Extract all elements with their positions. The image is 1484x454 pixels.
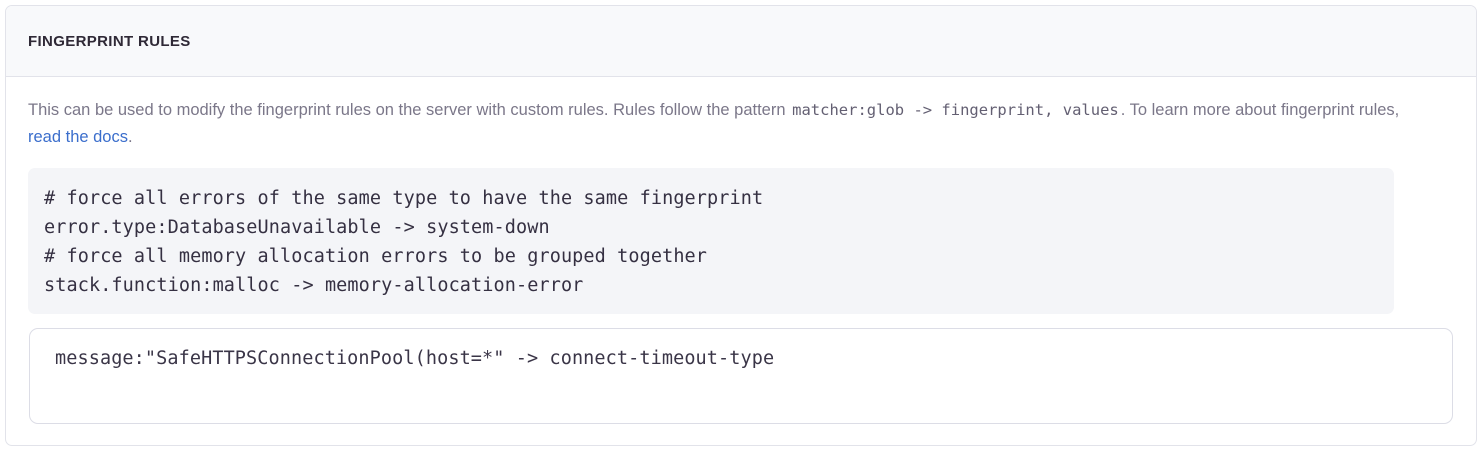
code-line: stack.function:malloc -> memory-allocati… — [44, 275, 584, 296]
code-line: # force all memory allocation errors to … — [44, 246, 708, 267]
description-part-3: . — [127, 127, 133, 146]
description-text: This can be used to modify the fingerpri… — [28, 97, 1418, 150]
fingerprint-rules-input[interactable] — [29, 328, 1453, 424]
inline-code-pattern: matcher:glob -> fingerprint, values — [792, 101, 1119, 119]
example-code-block: # force all errors of the same type to h… — [28, 168, 1394, 314]
panel-body: This can be used to modify the fingerpri… — [6, 77, 1476, 424]
panel-header: FINGERPRINT RULES — [6, 6, 1476, 77]
description-part-1: This can be used to modify the fingerpri… — [28, 101, 791, 119]
code-line: error.type:DatabaseUnavailable -> system… — [44, 217, 550, 238]
page-title: FINGERPRINT RULES — [28, 32, 191, 50]
read-the-docs-link[interactable]: read the docs — [28, 127, 128, 146]
code-line: # force all errors of the same type to h… — [44, 188, 764, 209]
description-part-2: . To learn more about fingerprint rules, — [1120, 101, 1400, 119]
fingerprint-rules-panel: FINGERPRINT RULES This can be used to mo… — [5, 5, 1477, 446]
